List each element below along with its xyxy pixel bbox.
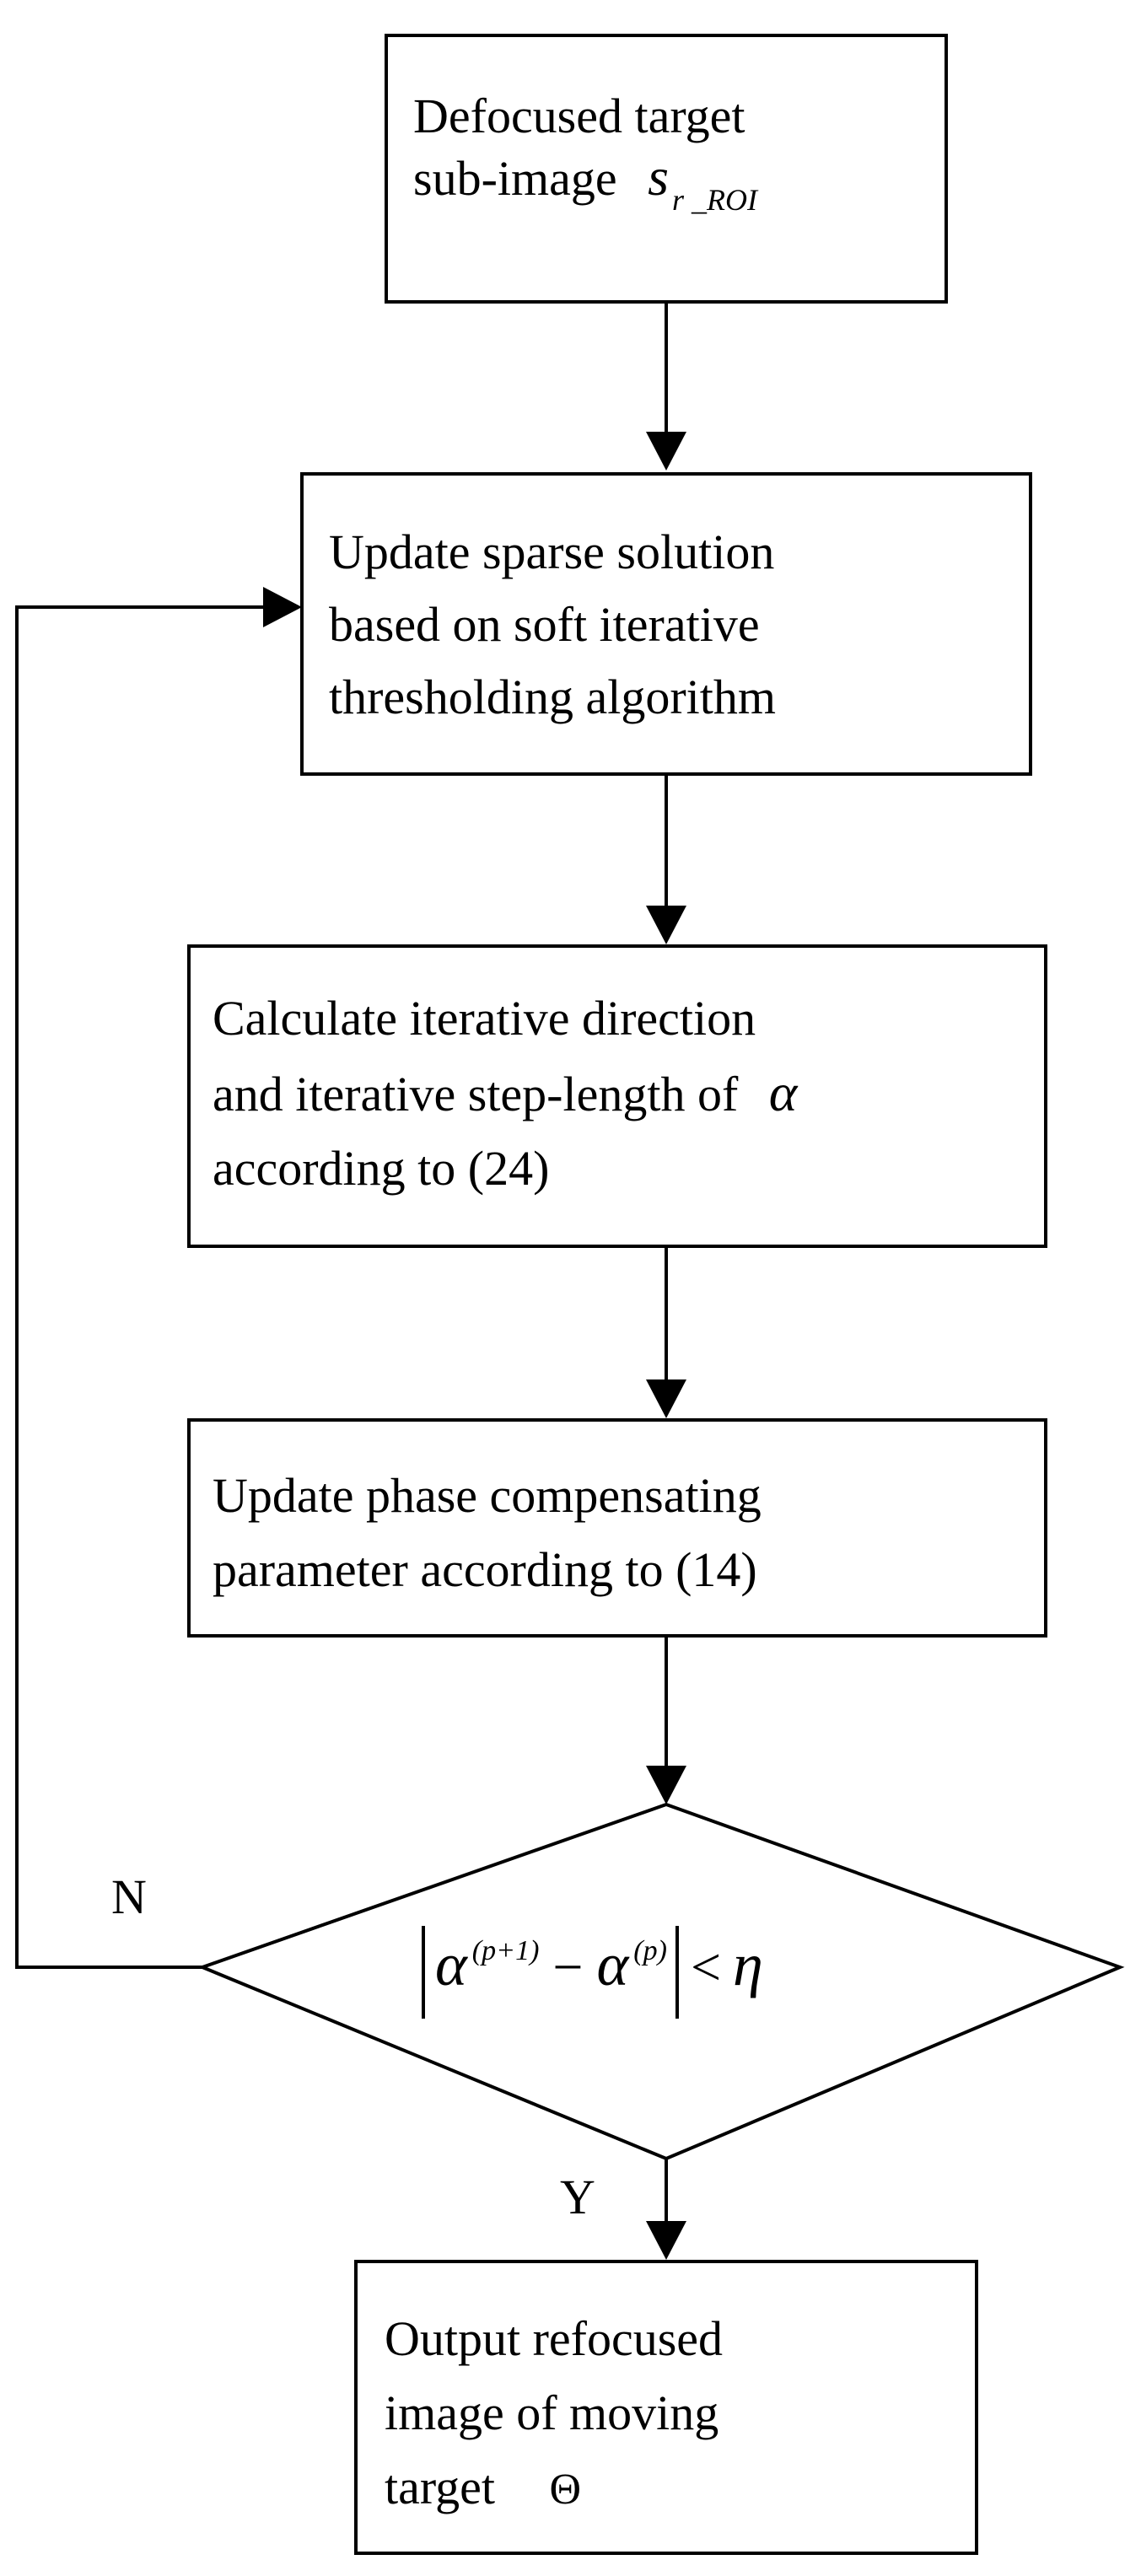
calculate-symbol-alpha: α — [768, 1062, 798, 1122]
output-line-2: image of moving — [385, 2385, 719, 2440]
start-line-1: Defocused target — [413, 89, 745, 143]
output-box: Output refocused image of moving target … — [354, 2260, 978, 2555]
output-line-1: Output refocused — [385, 2311, 724, 2366]
start-symbol-subscript: r _ROI — [672, 183, 758, 217]
arrowhead-phase-to-decision — [646, 1766, 686, 1804]
update-phase-box: Update phase compensating parameter acco… — [187, 1418, 1047, 1638]
arrowhead-start-to-update — [646, 432, 686, 471]
decision-alpha-next: α — [435, 1931, 467, 1998]
abs-bar-right — [675, 1926, 679, 2019]
arrowhead-update-to-calculate — [646, 906, 686, 944]
update-sparse-line-1: Update sparse solution — [329, 524, 775, 579]
loop-back-line — [15, 605, 270, 1969]
update-sparse-box: Update sparse solution based on soft ite… — [300, 472, 1032, 776]
decision-sup-next: (p+1) — [471, 1935, 540, 1966]
update-phase-line-1: Update phase compensating — [213, 1468, 762, 1523]
decision-minus: − — [552, 1937, 584, 1997]
calculate-box: Calculate iterative direction and iterat… — [187, 944, 1047, 1248]
calculate-line-1: Calculate iterative direction — [213, 991, 756, 1046]
output-line-3: target — [385, 2460, 495, 2514]
calculate-line-3: according to (24) — [213, 1141, 550, 1196]
branch-label-yes: Y — [560, 2170, 595, 2224]
decision-condition: α(p+1)−α(p)<η — [422, 1914, 763, 2019]
branch-label-no: N — [111, 1869, 147, 1924]
decision-sup-curr: (p) — [633, 1935, 667, 1966]
update-sparse-line-2: based on soft iterative — [329, 597, 760, 652]
arrowhead-decision-to-output — [646, 2221, 686, 2260]
decision-alpha-curr: α — [596, 1931, 629, 1998]
update-phase-line-2: parameter according to (14) — [213, 1542, 757, 1597]
output-symbol-theta: Θ — [549, 2466, 582, 2514]
start-symbol-s: s — [648, 147, 670, 207]
abs-bar-left — [422, 1926, 425, 2019]
decision-eta: η — [733, 1931, 763, 1998]
decision-diamond — [197, 1802, 1125, 2161]
start-line-2: sub-image — [413, 151, 617, 206]
decision-less-than: < — [690, 1937, 722, 1997]
update-sparse-line-3: thresholding algorithm — [329, 670, 776, 724]
calculate-line-2: and iterative step-length of — [213, 1067, 739, 1121]
arrowhead-calculate-to-phase — [646, 1379, 686, 1418]
arrowhead-loop-back — [263, 587, 302, 627]
